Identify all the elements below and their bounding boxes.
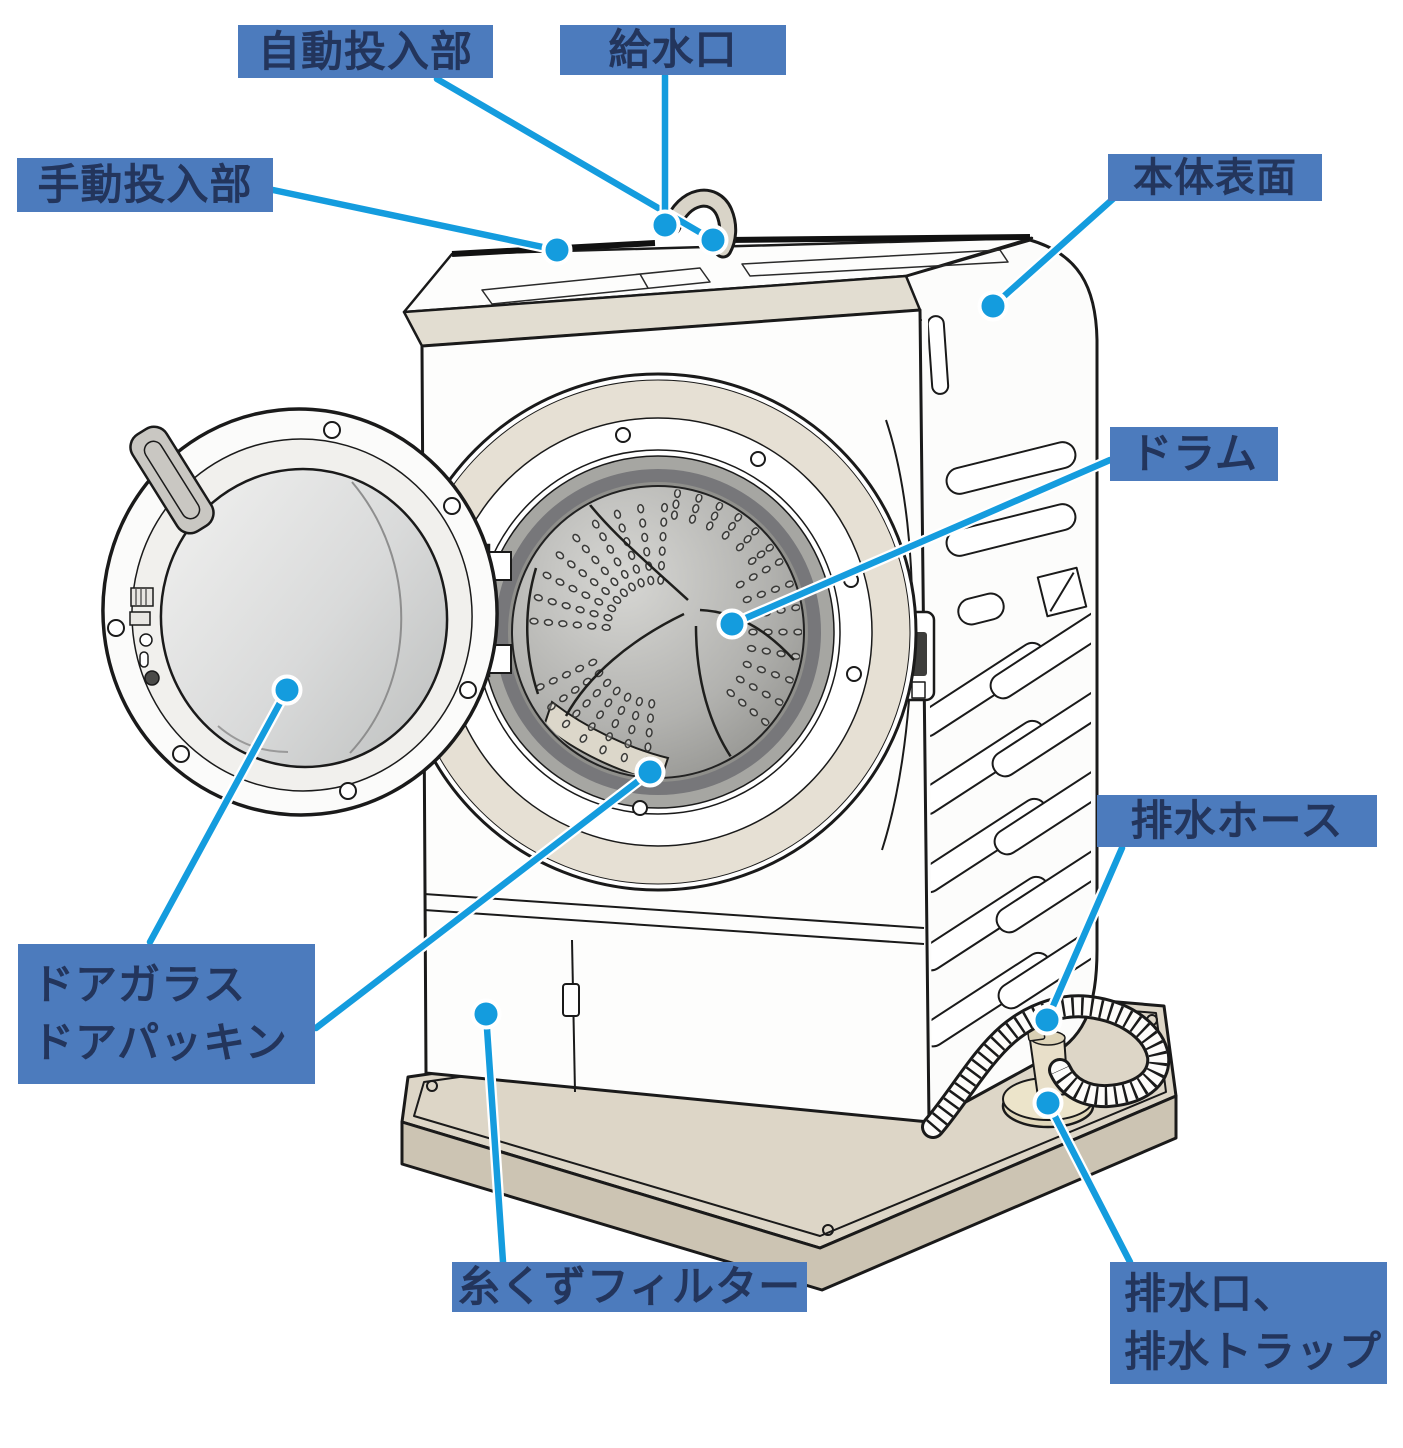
label-drain-hose-text: 排水ホース [1130, 797, 1344, 844]
callout-door-gasket [310, 756, 666, 1034]
label-drum-text: ドラム [1130, 430, 1258, 477]
callout-water-inlet [649, 70, 681, 241]
drain-hose [921, 994, 1171, 1139]
label-manual-dispenser: 手動投入部 [17, 158, 273, 212]
label-drain-hose: 排水ホース [1097, 795, 1377, 847]
callout-drum [716, 454, 1116, 640]
label-body-surface-text: 本体表面 [1133, 155, 1297, 200]
label-door-glass-text: ドアガラス [32, 961, 247, 1008]
label-drain-outlet: 排水口、 排水トラップ [1110, 1262, 1387, 1384]
door-screws [107, 421, 477, 800]
label-drum: ドラム [1110, 427, 1278, 481]
callout-dot-auto-dispenser [697, 224, 729, 256]
label-lint-filter-text: 糸くずフィルター [457, 1263, 802, 1310]
door-rim-details [129, 587, 160, 686]
callout-body-surface [977, 192, 1120, 322]
label-lint-filter: 糸くずフィルター [452, 1262, 807, 1312]
label-manual-dispenser-text: 手動投入部 [37, 161, 253, 208]
porthole [398, 372, 918, 892]
callout-dot-drum [716, 608, 748, 640]
side-vent-slats [928, 315, 1091, 1048]
callout-dot-drain-hose [1031, 1004, 1063, 1036]
label-water-inlet-text: 給水口 [608, 26, 738, 73]
callout-dot-body-surface [977, 290, 1009, 322]
callout-dot-lint-filter [470, 998, 502, 1030]
washer-door [101, 407, 512, 817]
door-handle [129, 425, 215, 535]
label-drain-outlet-line2: 排水トラップ [1124, 1328, 1383, 1375]
door-glass [159, 467, 449, 769]
label-door-gasket-text: ドアパッキン [32, 1019, 288, 1066]
label-water-inlet: 給水口 [560, 25, 786, 75]
callout-door-glass [144, 674, 303, 948]
callout-drain-outlet [1032, 1087, 1136, 1268]
label-drain-outlet-line1: 排水口、 [1124, 1270, 1297, 1317]
label-body-surface: 本体表面 [1108, 154, 1322, 201]
drum-holes [529, 488, 802, 767]
callout-dot-water-inlet [649, 209, 681, 241]
callout-dot-door-glass [271, 674, 303, 706]
label-door-glass-gasket: ドアガラス ドアパッキン [18, 944, 315, 1084]
callout-dot-drain-outlet [1032, 1087, 1064, 1119]
callout-auto-dispenser [431, 73, 729, 256]
label-auto-dispenser-text: 自動投入部 [257, 27, 473, 75]
label-auto-dispenser: 自動投入部 [238, 25, 493, 78]
callout-drain-hose [1031, 842, 1128, 1036]
callout-dot-door-gasket [634, 756, 666, 788]
detergent-recess [481, 249, 1009, 305]
callout-dot-manual-dispenser [541, 234, 573, 266]
callout-manual-dispenser [267, 184, 573, 266]
callout-lint-filter [470, 998, 509, 1268]
